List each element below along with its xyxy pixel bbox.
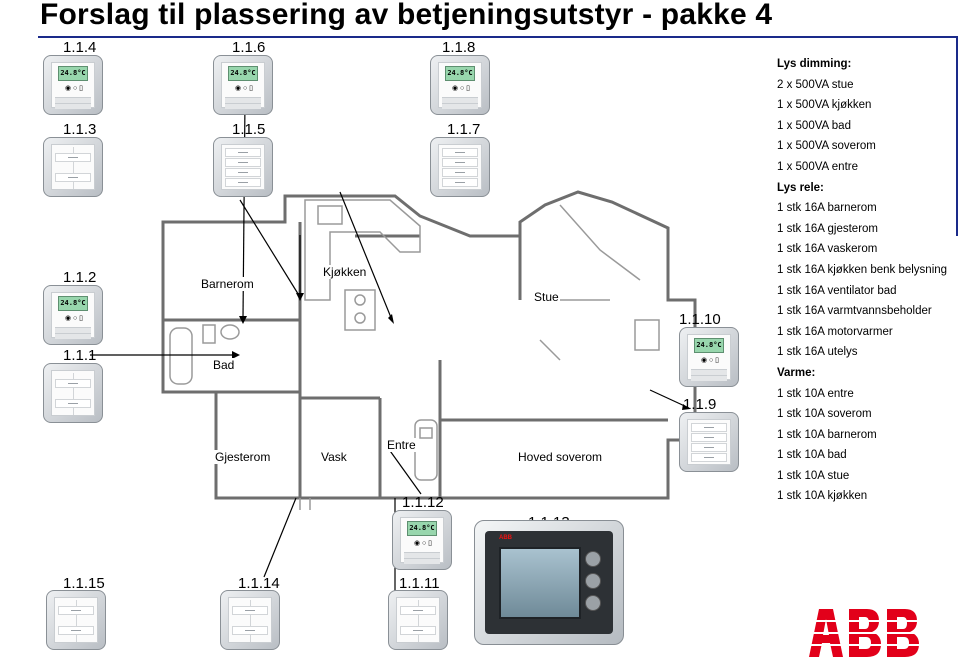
switch-4gang-1-1-9 [679,412,739,472]
legend-item: 1 stk 16A varmtvannsbeholder [777,305,932,318]
label-1-1-8: 1.1.8 [442,39,476,56]
label-1-1-6: 1.1.6 [232,39,266,56]
legend-item: 1 stk 16A ventilator bad [777,284,897,297]
switch-2gang-1-1-15 [46,590,106,650]
legend-item: 1 x 500VA soverom [777,140,876,153]
legend-item: 1 stk 16A utelys [777,346,858,359]
room-entre: Entre [386,438,417,452]
thermostat-device-1-1-2: 24.8°C◉ ○ ▯ [43,285,103,345]
legend-item: 1 x 500VA entre [777,160,858,173]
room-kjokken: Kjøkken [322,265,368,279]
legend-item: 1 stk 16A motorvarmer [777,325,893,338]
room-hoved-soverom: Hoved soverom [517,450,604,464]
panel-button [585,573,601,589]
legend-header-varme: Varme: [777,366,816,379]
thermostat-device-1-1-6: 24.8°C◉ ○ ▯ [213,55,273,115]
legend-item: 2 x 500VA stue [777,78,854,91]
legend-item: 1 x 500VA kjøkken [777,99,872,112]
label-1-1-15: 1.1.15 [63,575,105,592]
label-1-1-14: 1.1.14 [238,575,280,592]
legend-item: 1 stk 10A soverom [777,408,872,421]
title-rule [38,36,958,38]
switch-2gang-1-1-14 [220,590,280,650]
legend-item: 1 stk 16A vaskerom [777,243,878,256]
switch-2gang-1-1-1 [43,363,103,423]
legend-item: 1 stk 10A bad [777,449,847,462]
legend-header-lys-dimming: Lys dimming: [777,58,852,70]
legend-item: 1 stk 16A gjesterom [777,222,878,235]
switch-4gang-1-1-7 [430,137,490,197]
label-1-1-7: 1.1.7 [447,121,481,138]
label-1-1-2: 1.1.2 [63,269,97,286]
right-rule [956,36,958,236]
legend-header-lys-rele: Lys rele: [777,181,824,194]
room-barnerom: Barnerom [200,277,255,291]
control-panel-1-1-13: ABB [474,520,624,645]
equipment-legend: Lys dimming: 2 x 500VA stue 1 x 500VA kj… [777,54,947,507]
legend-item: 1 stk 16A kjøkken benk belysning [777,263,948,276]
thermostat-device-1-1-12: 24.8°C◉ ○ ▯ [392,510,452,570]
switch-2gang-1-1-11 [388,590,448,650]
thermostat-device-1-1-4: 24.8°C◉ ○ ▯ [43,55,103,115]
panel-abb-mini-logo: ABB [499,535,512,541]
switch-2gang-1-1-3 [43,137,103,197]
abb-logo [809,609,921,657]
room-vask: Vask [320,450,348,464]
label-1-1-11: 1.1.11 [399,575,440,592]
label-1-1-4: 1.1.4 [63,39,97,56]
panel-display [499,547,581,619]
label-1-1-10: 1.1.10 [679,311,721,328]
label-1-1-3: 1.1.3 [63,121,97,138]
label-1-1-9: 1.1.9 [683,396,717,413]
legend-item: 1 x 500VA bad [777,119,851,132]
panel-button [585,595,601,611]
switch-4gang-1-1-5 [213,137,273,197]
room-bad: Bad [212,358,236,372]
legend-item: 1 stk 10A barnerom [777,428,877,441]
legend-item: 1 stk 16A barnerom [777,202,877,215]
panel-button [585,551,601,567]
page-title: Forslag til plassering av betjeningsutst… [40,0,773,31]
legend-item: 1 stk 10A entre [777,387,854,400]
legend-item: 1 stk 10A kjøkken [777,490,868,503]
label-1-1-12: 1.1.12 [402,494,444,511]
room-gjesterom: Gjesterom [214,450,272,464]
label-1-1-1: 1.1.1 [63,347,97,364]
thermostat-device-1-1-10: 24.8°C◉ ○ ▯ [679,327,739,387]
room-stue: Stue [533,290,560,304]
thermostat-device-1-1-8: 24.8°C◉ ○ ▯ [430,55,490,115]
legend-item: 1 stk 10A stue [777,469,850,482]
label-1-1-5: 1.1.5 [232,121,266,138]
